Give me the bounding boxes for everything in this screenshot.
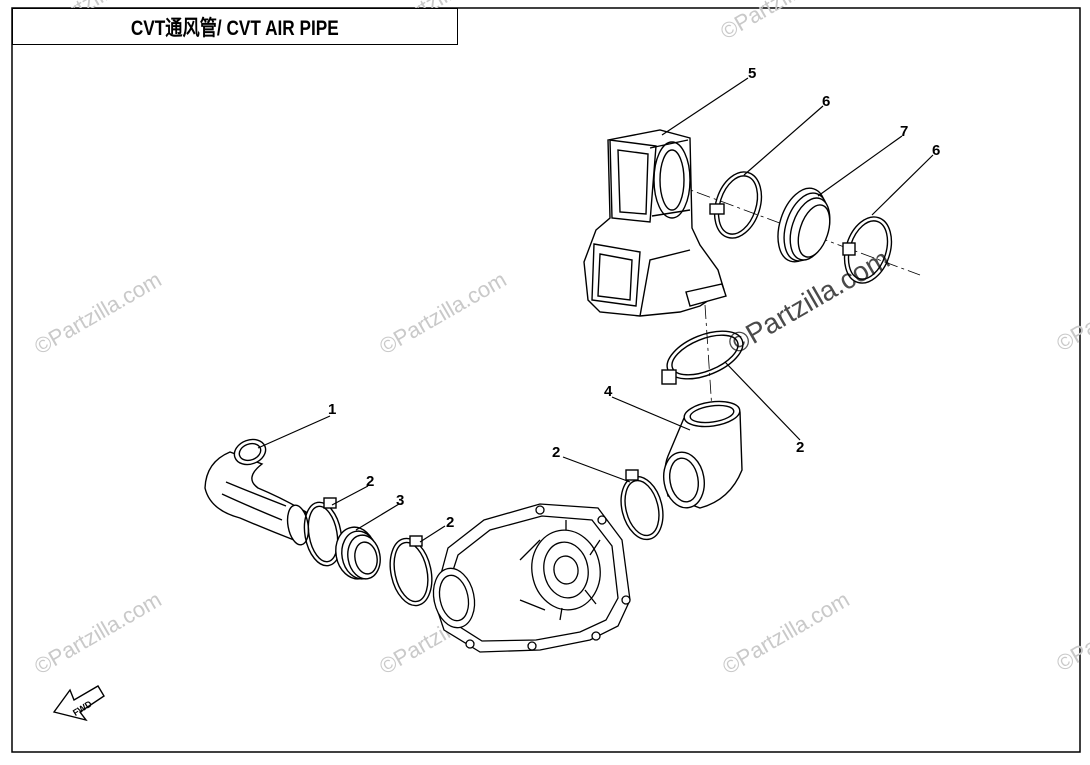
watermark: ©Partzilla.com — [718, 587, 854, 680]
part-2-clamp-hose — [303, 497, 343, 567]
part-2-clamp-elbow — [620, 469, 664, 541]
leader-lines — [257, 77, 934, 543]
part-1-hose — [204, 438, 310, 546]
cvt-cover — [432, 503, 631, 653]
callout-6-clamp-right: 6 — [932, 142, 940, 159]
callout-3-sleeve: 3 — [396, 492, 404, 509]
callout-1-hose: 1 — [328, 401, 336, 418]
part-7-sleeve — [777, 187, 831, 263]
part-5-airbox — [583, 129, 727, 317]
watermark: ©Partzilla.com — [30, 267, 166, 360]
fwd-arrow-icon: FWD — [52, 685, 105, 722]
title-box: CVT通风管/ CVT AIR PIPE — [12, 8, 458, 45]
callout-2-clamp-elbow: 2 — [552, 444, 560, 461]
callout-7-sleeve: 7 — [900, 123, 908, 140]
watermark: ©Partzilla.com — [716, 0, 852, 44]
watermark: ©Partzilla.com — [1052, 584, 1090, 677]
callout-2-clamp-cover: 2 — [446, 514, 454, 531]
part-3-sleeve — [335, 526, 381, 580]
callout-2-clamp-mid: 2 — [796, 439, 804, 456]
callout-layer: 1 2 2 3 2 2 4 2 5 6 7 6 — [328, 65, 940, 531]
page-title: CVT通风管/ CVT AIR PIPE — [131, 16, 339, 40]
part-2-clamp-cover — [389, 535, 433, 607]
watermark: ©Partzilla.com — [30, 587, 166, 680]
callout-2-clamp-hose: 2 — [366, 473, 374, 490]
part-6-clamp-left — [709, 171, 763, 239]
watermark: ©Partzilla.com — [1052, 264, 1090, 357]
watermark-center: ©Partzilla.com — [723, 243, 895, 360]
part-4-elbow — [663, 400, 743, 509]
callout-6-clamp-left: 6 — [822, 93, 830, 110]
watermark: ©Partzilla.com — [375, 267, 511, 360]
part-2-clamp-mid — [661, 330, 744, 385]
drawing-frame — [11, 7, 1081, 753]
callout-4-elbow: 4 — [604, 383, 613, 400]
part-6-clamp-right — [842, 216, 893, 284]
callout-5-airbox: 5 — [748, 65, 756, 82]
